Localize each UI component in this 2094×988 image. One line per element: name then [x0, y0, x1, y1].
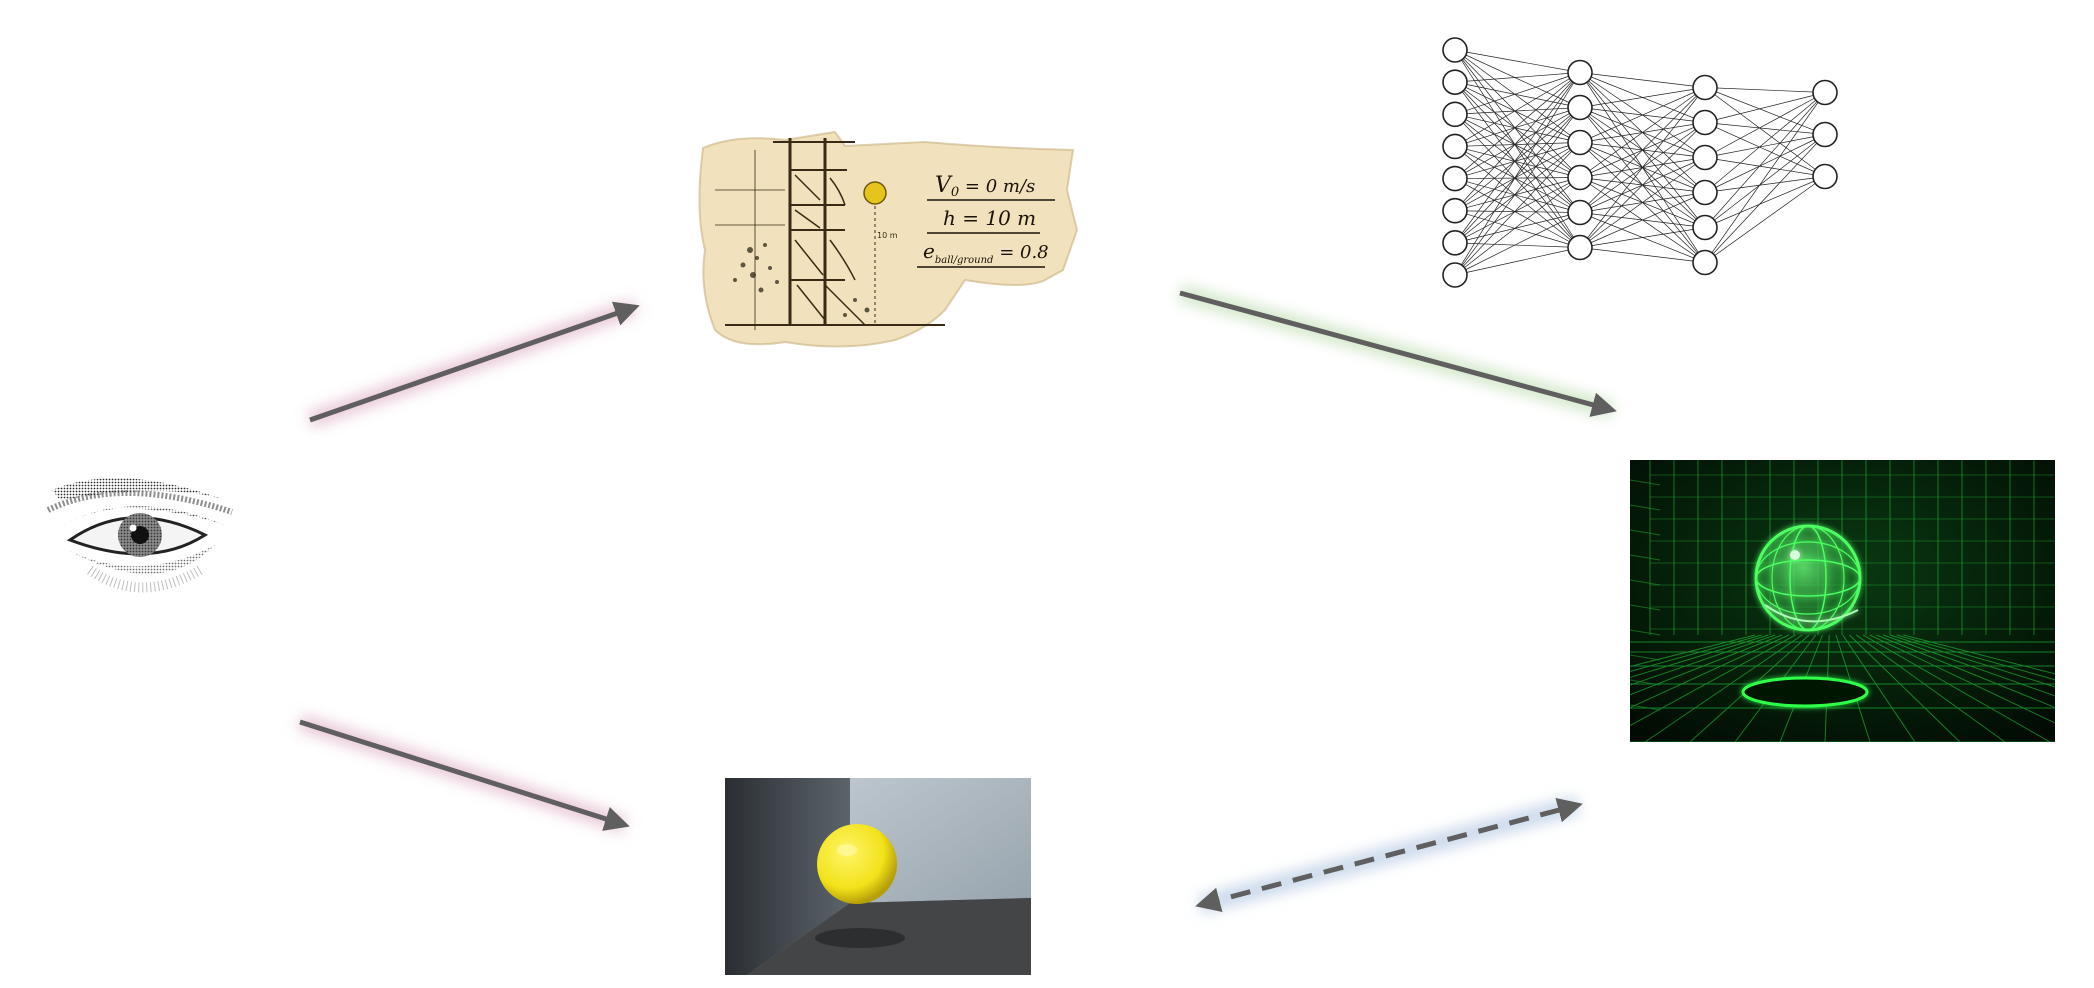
network-nodes	[1443, 38, 1837, 287]
network-edge	[1455, 178, 1580, 211]
arrow-eye-to-photo	[300, 722, 625, 825]
network-edge	[1455, 178, 1580, 243]
network-node-layer-3	[1693, 76, 1717, 100]
arrow-eye-to-sketch	[310, 307, 635, 420]
network-edge	[1455, 73, 1580, 147]
eye-panel	[0, 400, 250, 660]
eq3-rest: = 0.8	[993, 242, 1048, 263]
ball-drawing	[864, 182, 886, 204]
network-node-layer-1	[1443, 263, 1467, 287]
network-edges	[1455, 50, 1825, 275]
eq1-sub: 0	[951, 185, 959, 200]
network-edge	[1455, 179, 1580, 248]
network-node-layer-2	[1568, 201, 1592, 225]
network-edge	[1455, 248, 1580, 276]
network-node-layer-1	[1443, 102, 1467, 126]
yellow-ball-photo-icon	[725, 778, 1031, 975]
network-node-layer-2	[1568, 166, 1592, 190]
network-edge	[1455, 211, 1580, 213]
network-edge	[1455, 50, 1580, 213]
simulated-sphere-icon	[1630, 460, 2055, 742]
network-edge	[1455, 178, 1580, 179]
network-edge	[1455, 178, 1580, 276]
network-edge	[1705, 93, 1825, 158]
eq2: h = 10 m	[943, 206, 1036, 230]
network-node-layer-4	[1813, 81, 1837, 105]
neural-network-icon	[1420, 25, 1860, 300]
photo-panel	[725, 778, 1031, 975]
network-node-layer-3	[1693, 111, 1717, 135]
network-node-layer-4	[1813, 123, 1837, 147]
network-node-layer-3	[1693, 251, 1717, 275]
network-node-layer-2	[1568, 61, 1592, 85]
network-edge	[1455, 82, 1580, 142]
network-node-layer-1	[1443, 38, 1467, 62]
eq3-sub: ball/ground	[935, 255, 994, 266]
network-node-layer-2	[1568, 131, 1592, 155]
svg-text:V0 = 0 m/s: V0 = 0 m/s	[935, 173, 1035, 200]
network-edge	[1455, 146, 1580, 247]
eq3-var: e	[923, 239, 935, 263]
network-node-layer-2	[1568, 236, 1592, 260]
network-node-layer-1	[1443, 134, 1467, 158]
network-node-layer-1	[1443, 70, 1467, 94]
neural-network-panel	[1420, 25, 1860, 300]
tower-sketch-icon: 10 m V0 = 0 m/s h = 10 m eball/ground = …	[695, 130, 1080, 355]
network-edge	[1455, 82, 1580, 107]
network-edge	[1705, 88, 1825, 135]
network-edge	[1705, 123, 1825, 135]
simulation-panel	[1630, 460, 2055, 742]
height-marker-label: 10 m	[877, 231, 898, 240]
network-edge	[1455, 143, 1580, 211]
network-edge	[1455, 73, 1580, 276]
network-node-layer-1	[1443, 199, 1467, 223]
arrow-sketch-to-simulation	[1180, 293, 1612, 410]
arrow-photo-simulation-bidirectional	[1200, 805, 1578, 905]
sketch-panel: 10 m V0 = 0 m/s h = 10 m eball/ground = …	[695, 130, 1080, 355]
network-edge	[1455, 146, 1580, 212]
network-node-layer-3	[1693, 146, 1717, 170]
eq1-rest: = 0 m/s	[959, 176, 1035, 197]
network-node-layer-3	[1693, 216, 1717, 240]
network-edge	[1705, 88, 1825, 93]
wireframe-sphere	[1756, 526, 1860, 630]
ball-shadow	[815, 928, 905, 948]
network-node-layer-1	[1443, 231, 1467, 255]
network-node-layer-3	[1693, 181, 1717, 205]
eye-icon	[0, 400, 250, 660]
network-node-layer-2	[1568, 96, 1592, 120]
network-edge	[1580, 88, 1705, 248]
yellow-ball	[817, 824, 897, 904]
sphere-shadow	[1743, 678, 1867, 706]
network-node-layer-4	[1813, 165, 1837, 189]
network-edge	[1705, 135, 1825, 228]
network-node-layer-1	[1443, 167, 1467, 191]
network-edge	[1455, 108, 1580, 276]
network-edge	[1705, 123, 1825, 177]
network-edge	[1455, 211, 1580, 248]
